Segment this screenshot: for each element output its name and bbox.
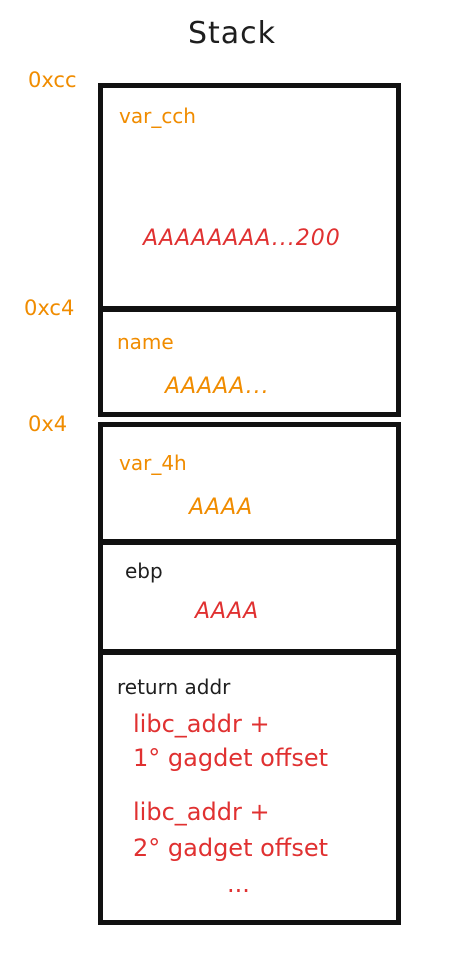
return-line-ellipsis: ... — [227, 870, 250, 898]
frame-ebp-label: ebp — [125, 559, 163, 583]
return-line-4: 2° gadget offset — [133, 834, 329, 862]
address-top: 0xcc — [28, 68, 77, 92]
frame-return-addr-label: return addr — [117, 675, 231, 699]
frame-ebp-value: AAAA — [195, 599, 260, 624]
frame-ebp: ebp AAAA — [98, 540, 401, 654]
address-var4h: 0x4 — [28, 412, 68, 436]
frame-var-cch: var_cch AAAAAAAA...200 — [98, 83, 401, 311]
frame-var-cch-value: AAAAAAAA...200 — [143, 226, 341, 251]
frame-var-4h: var_4h AAAA — [98, 422, 401, 544]
frame-var-cch-label: var_cch — [119, 104, 196, 128]
stack-title: Stack — [187, 16, 277, 51]
frame-var-4h-value: AAAA — [189, 495, 254, 520]
address-name: 0xc4 — [24, 296, 75, 320]
frame-return-addr: return addr libc_addr + 1° gagdet offset… — [98, 650, 401, 925]
frame-name: name AAAAA... — [98, 307, 401, 417]
return-line-2: 1° gagdet offset — [133, 744, 329, 772]
return-line-3: libc_addr + — [133, 798, 270, 826]
frame-var-4h-label: var_4h — [119, 451, 187, 475]
frame-name-value: AAAAA... — [165, 374, 270, 399]
frame-name-label: name — [117, 330, 174, 354]
return-line-1: libc_addr + — [133, 710, 270, 738]
